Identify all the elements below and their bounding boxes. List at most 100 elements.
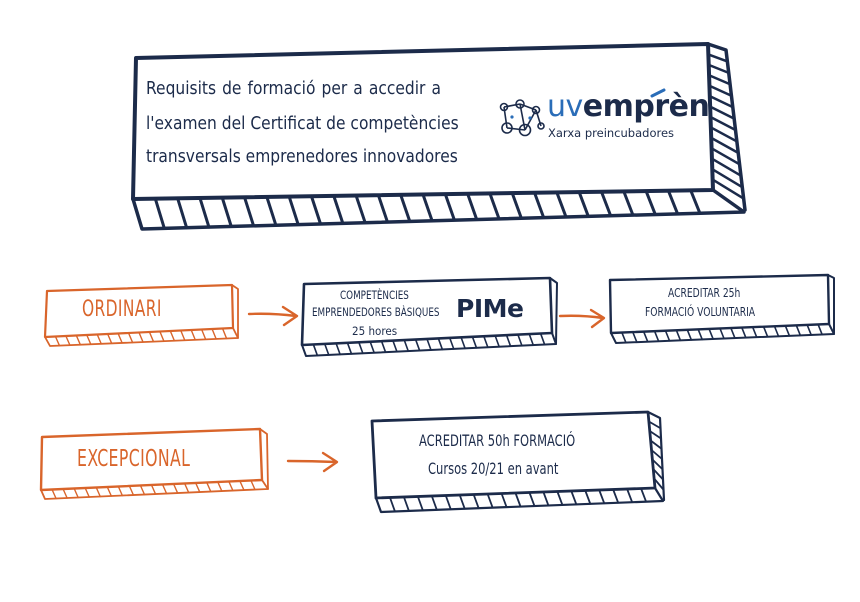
excepcional-box-side <box>259 428 269 490</box>
hatch-stroke <box>389 496 396 513</box>
ordinari-label: ORDINARI <box>82 297 162 322</box>
hatch-stroke <box>106 333 113 345</box>
hatch-stroke <box>323 343 330 356</box>
hatch-stroke <box>346 342 353 355</box>
arrow-ordinari-to-competencies <box>247 305 299 327</box>
hatch-stroke <box>648 430 662 440</box>
hatch-stroke <box>117 332 123 344</box>
hatch-stroke <box>332 194 345 225</box>
hatch-stroke <box>762 325 769 338</box>
hatch-stroke <box>650 449 663 460</box>
hatch-stroke <box>528 333 535 346</box>
hatch-stroke <box>806 324 813 336</box>
hatch-stroke <box>640 487 647 503</box>
hatch-stroke <box>51 488 57 500</box>
hatch-stroke <box>426 338 432 351</box>
hatch-stroke <box>500 492 508 508</box>
logo-accent-mark <box>650 88 666 98</box>
hatch-stroke <box>649 439 663 450</box>
hatch-stroke <box>376 193 389 224</box>
hatch-stroke <box>312 343 319 357</box>
accredit25-box-bottom <box>610 323 835 344</box>
hatch-stroke <box>555 190 568 219</box>
accredit50-line-2: Cursos 20/21 en avant <box>428 459 559 478</box>
arrow-competencies-to-accredit25 <box>558 308 606 329</box>
hatch-stroke <box>169 330 176 342</box>
hatch-stroke <box>221 327 228 340</box>
hatch-stroke <box>517 333 523 347</box>
accredit50-line-1: ACREDITAR 50h FORMACIÓ <box>419 431 576 450</box>
hatch-stroke <box>707 53 729 63</box>
hatch-stroke <box>176 196 189 230</box>
hatch-stroke <box>309 194 322 226</box>
hatch-stroke <box>443 192 456 222</box>
hatch-stroke <box>653 330 660 343</box>
hatch-stroke <box>84 487 90 498</box>
hatch-stroke <box>161 483 168 495</box>
hatch-stroke <box>200 328 207 341</box>
hatch-stroke <box>795 324 802 337</box>
hatch-stroke <box>642 330 649 343</box>
pime-logo: PIMe <box>456 294 524 323</box>
hatch-stroke <box>392 339 398 353</box>
competencies-line-2: EMPRENDEDORES BÀSIQUES <box>312 305 440 319</box>
hatch-stroke <box>708 328 714 340</box>
hatch-stroke <box>117 485 124 497</box>
hatch-stroke <box>127 332 134 344</box>
accredit50-box-front <box>370 410 657 500</box>
hatch-stroke <box>106 486 113 497</box>
hatch-stroke <box>190 329 196 341</box>
hatch-stroke <box>570 490 578 506</box>
hatch-stroke <box>183 482 190 494</box>
hatch-stroke <box>631 331 638 343</box>
competencies-line-1: COMPETÈNCIES <box>340 288 409 302</box>
hatch-stroke <box>542 491 550 507</box>
hatch-stroke <box>421 193 434 222</box>
hatch-stroke <box>458 494 466 510</box>
hatch-stroke <box>220 196 233 228</box>
hatch-stroke <box>128 485 135 496</box>
hatch-stroke <box>494 334 500 348</box>
hatch-stroke <box>644 189 657 216</box>
excepcional-box-bottom <box>40 479 269 500</box>
hatch-stroke <box>416 495 424 512</box>
title-line-1: Requisits de formació per a accedir a <box>146 78 441 99</box>
hatch-stroke <box>460 336 466 350</box>
logo-empren-text: emprèn <box>582 89 710 124</box>
hatch-stroke <box>711 178 745 200</box>
hatch-stroke <box>528 491 536 507</box>
hatch-stroke <box>180 329 186 341</box>
hatch-stroke <box>486 493 494 509</box>
logo-uv-text: UV <box>547 89 583 124</box>
hatch-stroke <box>719 327 725 340</box>
hatch-stroke <box>751 326 758 338</box>
hatch-stroke <box>448 337 455 350</box>
hatch-stroke <box>652 468 664 481</box>
competencies-line-3: 25 hores <box>352 324 398 338</box>
hatch-stroke <box>239 480 245 491</box>
hatch-stroke <box>243 195 256 228</box>
hatch-stroke <box>653 477 665 491</box>
ordinari-box-bottom <box>44 327 239 347</box>
title-box-bottom-hatch <box>153 188 702 230</box>
hatch-stroke <box>159 330 165 342</box>
hatch-stroke <box>139 484 146 496</box>
hatch-stroke <box>708 84 733 97</box>
accredit25-line-2: FORMACIÓ VOLUNTARIA <box>645 305 756 319</box>
hatch-stroke <box>664 329 671 342</box>
hatch-stroke <box>472 493 480 510</box>
hatch-stroke <box>514 492 522 508</box>
hatch-stroke <box>483 335 489 349</box>
hatch-stroke <box>138 331 144 343</box>
hatch-stroke <box>539 332 546 346</box>
title-box-side-hatch <box>707 53 745 200</box>
logo-subtitle: Xarxa preincubadores <box>548 126 675 140</box>
hatch-stroke <box>773 325 780 338</box>
hatch-stroke <box>198 196 211 229</box>
hatch-stroke <box>65 335 71 346</box>
hatch-stroke <box>75 334 82 346</box>
competencies-box-side <box>549 277 558 345</box>
hatch-stroke <box>686 329 693 341</box>
accredit25-box-side <box>827 274 835 335</box>
ordinari-box-side <box>231 284 239 339</box>
